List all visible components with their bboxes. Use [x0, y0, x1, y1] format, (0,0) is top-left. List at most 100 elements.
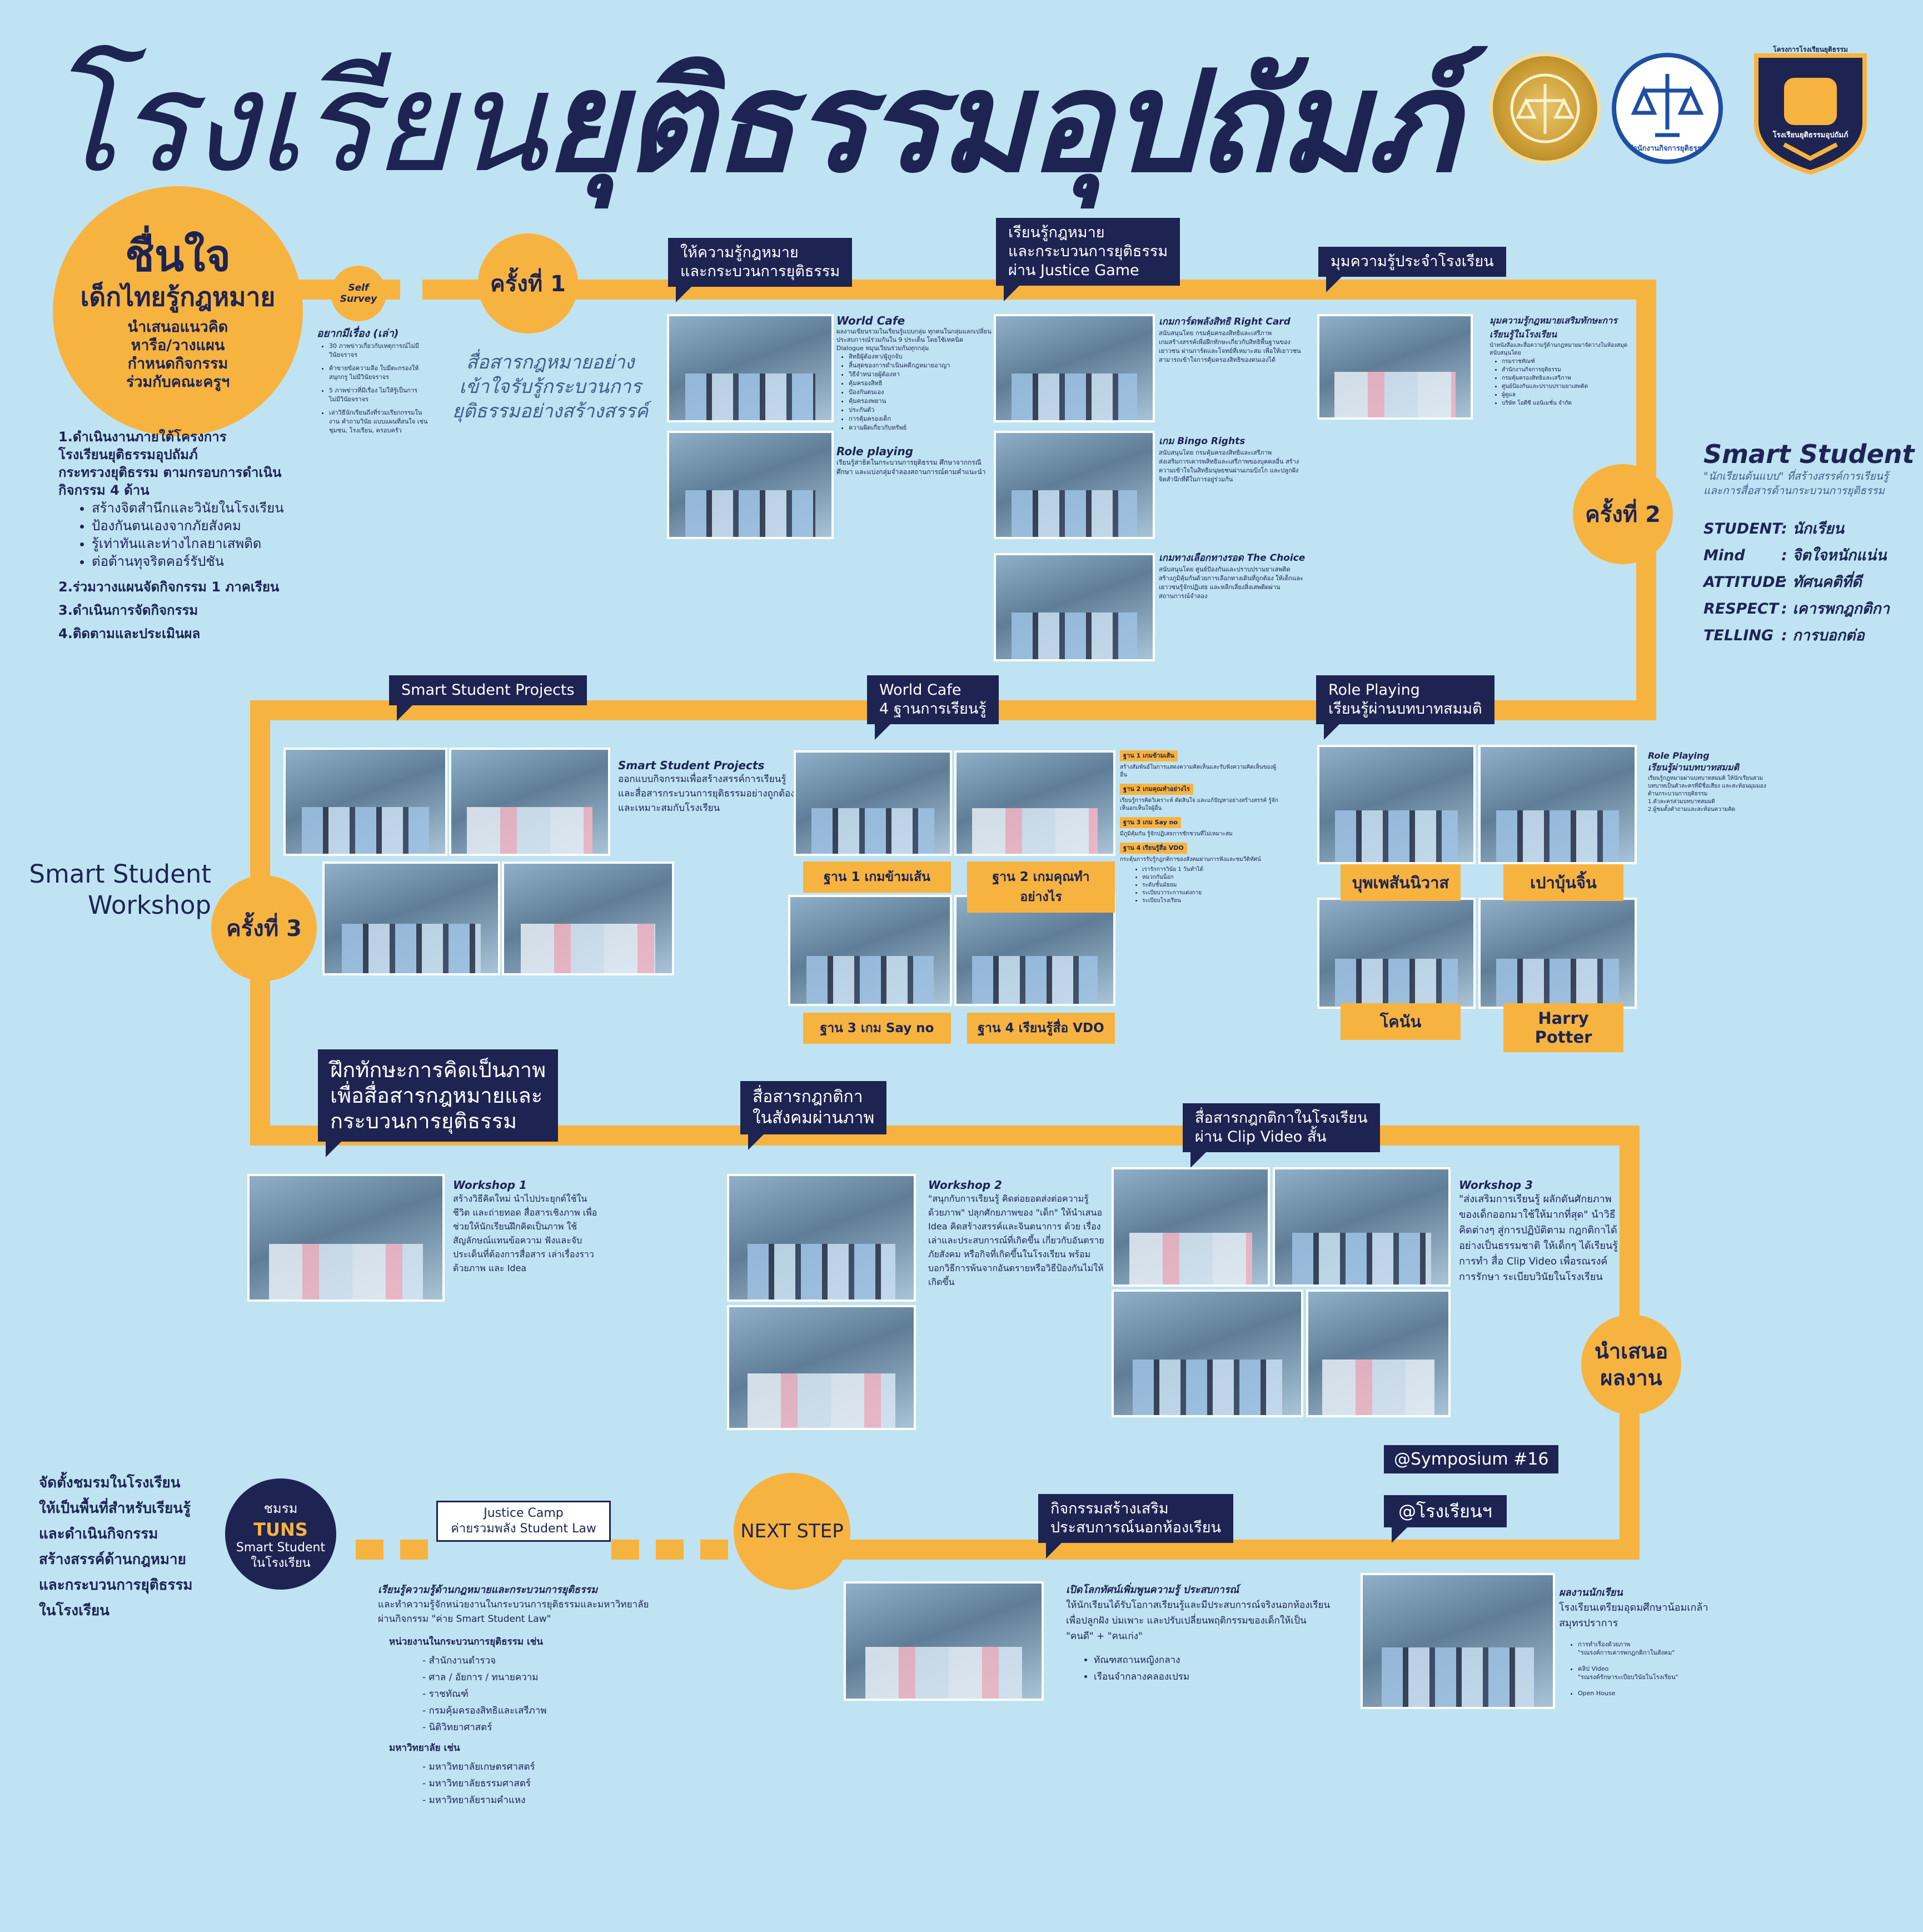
role-3-label: โคนัน	[1341, 1003, 1461, 1040]
photo-base-1	[794, 750, 952, 856]
smart-row: RESPECT: เคารพกฎกติกา	[1703, 596, 1915, 623]
camp-text: และทำความรู้จักหน่วยงานในกระบวนการยุติธร…	[378, 1599, 649, 1625]
page-title: โรงเรียนยุติธรรมอุปถัมภ์	[44, 11, 1458, 200]
photo-base-4	[954, 895, 1115, 1006]
workshop-label: Smart Student Workshop	[29, 859, 211, 920]
smart-row-key: ATTITUDE	[1703, 574, 1786, 591]
smart-row-key: TELLING	[1703, 627, 1774, 644]
agency-item: - นิติวิทยาศาสตร์	[422, 1722, 492, 1733]
role-2-label: เปาบุ้นจิ้น	[1503, 864, 1623, 901]
corner-item: กรมคุ้มครองสิทธิและเสรีภาพ	[1502, 374, 1634, 382]
smart-row-key: RESPECT	[1703, 600, 1779, 618]
club-circle: ชมรม TUNS Smart Student ในโรงเรียน	[225, 1478, 336, 1590]
game1-text: สนับสนุนโดย กรมคุ้มครองสิทธิและเสรีภาพ เ…	[1159, 330, 1301, 364]
photo-ws1	[247, 1174, 445, 1302]
corner-title: มุมความรู้กฎหมายเสริมทักษะการเรียนรู้ในโ…	[1489, 315, 1617, 340]
photo-worldcafe	[667, 314, 834, 422]
agency-item: - ราชทัณฑ์	[422, 1689, 469, 1700]
smart-row: STUDENT: นักเรียน	[1703, 516, 1915, 542]
phase1-circle: ครั้งที่ 1	[478, 233, 578, 333]
photo-role-1	[1317, 745, 1476, 864]
base-2-small-label: ฐาน 2 เกมคุณทำอย่างไร	[1120, 784, 1193, 795]
base-3-label: ฐาน 3 เกม Say no	[803, 1013, 951, 1044]
base-4-item: ระเบียบโรงเรียน	[1142, 897, 1281, 905]
ws1-text: สร้างวิธีคิดใหม่ นำไปประยุกต์ใช้ในชีวิต …	[453, 1193, 597, 1273]
next-step-circle: NEXT STEP	[734, 1473, 850, 1590]
smart-row: ATTITUDE: ทัศนคติที่ดี	[1703, 569, 1915, 596]
game3-desc: เกมทางเลือกทางรอด The Choice สนับสนุนโดย…	[1159, 550, 1309, 601]
agency-item: - ศาล / อัยการ / ทนายความ	[422, 1672, 539, 1683]
roleplay2-text: เรียนรู้กฎหมายผ่านบทบาทสมมติ ให้นักเรียน…	[1648, 775, 1766, 813]
ws2-desc: Workshop 2 "สนุกกับการเรียนรู้ คิดต่อยอด…	[928, 1178, 1106, 1289]
shield-icon	[1754, 53, 1867, 175]
worldcafe-desc: World Cafe ผลงานเขียนรวมในเรียนรู้แบบกลุ…	[836, 314, 992, 432]
survey-block: อยากมีเรื่อง (เล่า) 30 ภาพข่าวเกี่ยวกับเ…	[317, 325, 428, 435]
result-title: ผลงานนักเรียน	[1559, 1587, 1623, 1599]
photo-project-3	[322, 862, 500, 975]
worldcafe-item: ป้องกันตนเอง	[849, 388, 992, 397]
phase3-circle: ครั้งที่ 3	[211, 875, 317, 981]
ws3-title: Workshop 3	[1459, 1178, 1533, 1192]
camp-title: เรียนรู้ความรู้ด้านกฎหมายและกระบวนการยุต…	[378, 1584, 598, 1596]
corner-text: นำหนังสือและสื่อความรู้ด้านกฎหมายมาจัดวา…	[1489, 342, 1628, 356]
school-shield-logo: โครงการโรงเรียนยุติธรรม โรงเรียนยุติธรรม…	[1751, 44, 1870, 175]
game3-title: เกมทางเลือกทางรอด The Choice	[1159, 552, 1306, 564]
phase2-circle: ครั้งที่ 2	[1573, 464, 1673, 564]
base-4-list: เรารักการวินัย 1 วันทำได้ หมวกกันน็อก ระ…	[1120, 866, 1281, 905]
club-line3: Smart Student ในโรงเรียน	[236, 1540, 326, 1570]
photo-role-2	[1478, 745, 1637, 864]
smart-row-value: : จิตใจหนักแน่น	[1781, 547, 1887, 564]
corner-item: กรมราชทัณฑ์	[1502, 357, 1634, 366]
base-4-label: ฐาน 4 เรียนรู้สื่อ VDO	[967, 1013, 1115, 1044]
photo-ws2-a	[727, 1174, 916, 1302]
path-row4-dash2	[400, 1540, 428, 1560]
base-3-small-label: ฐาน 3 เกม Say no	[1120, 817, 1181, 828]
uni-item: - มหาวิทยาลัยเกษตรศาสตร์	[422, 1761, 535, 1772]
survey-item: 5 ภาพข่าวที่มีเรื่อง ไม่ให้รู้เป็นการ ไม…	[329, 386, 428, 404]
photo-bingo	[994, 431, 1155, 539]
intro-circle-subtitle: เด็กไทยรู้กฎหมาย	[80, 282, 276, 312]
corner-desc: มุมความรู้กฎหมายเสริมทักษะการเรียนรู้ในโ…	[1489, 314, 1634, 407]
result-list: การทำเรื่องด้วยภาพ "รณรงค์การเคารพกฎกติก…	[1559, 1640, 1770, 1697]
base-1-label: ฐาน 1 เกมข้ามเส้น	[803, 862, 951, 893]
ws3-text: "ส่งเสริมการเรียนรู้ ผลักดันศักยภาพ ของเ…	[1459, 1193, 1618, 1283]
smart-row-value: : ทัศนคติที่ดี	[1781, 574, 1862, 591]
result-item: การทำเรื่องด้วยภาพ "รณรงค์การเคารพกฎกติก…	[1578, 1640, 1770, 1657]
game1-title: เกมการ์ดพลังสิทธิ Right Card	[1159, 316, 1291, 327]
corner-item: ผู้ดูแล	[1502, 391, 1634, 399]
photo-project-4	[502, 862, 674, 975]
plan-bullet: รู้เท่าทันและห่างไกลยาเสพติด	[92, 535, 370, 552]
roleplay1-desc: Role playing เรียนรู้สาธิตในกระบวนการยุต…	[836, 445, 987, 477]
symposium-tag: @Symposium #16	[1384, 1445, 1559, 1473]
smart-row-value: : การบอกต่อ	[1781, 627, 1865, 644]
photo-ws3-c	[1112, 1289, 1303, 1417]
phase3-box-main: ฝึกทักษะการคิดเป็นภาพ เพื่อสื่อสารกฎหมาย…	[318, 1049, 559, 1157]
photo-base-3	[788, 895, 952, 1006]
survey-list: 30 ภาพข่าวเกี่ยวกับเหตุการณ์ไม่มีวินัยจร…	[317, 342, 428, 435]
agency-item: - กรมคุ้มครองสิทธิและเสรีภาพ	[422, 1705, 547, 1716]
justice-office-text: สำนักงานกิจการยุติธรรม	[1628, 145, 1706, 153]
club-line2: TUNS	[253, 1518, 308, 1540]
photo-role-3	[1317, 898, 1476, 1009]
base-3-text: มีภูมิคุ้มกัน รู้จักปฏิเสธการชักชวนที่ไม…	[1120, 831, 1233, 837]
corner-item: สำนักงานกิจการยุติธรรม	[1502, 366, 1634, 374]
phase1-box-game: เรียนรู้กฎหมาย และกระบวนการยุติธรรม ผ่าน…	[996, 218, 1180, 301]
role-4-label: Harry Potter	[1503, 1003, 1623, 1052]
survey-item: ค้าขายข้อความลือ ใบมีตะกรองให้สนุกกรู ไม…	[329, 364, 428, 382]
result-text: โรงเรียนเตรียมอุดมศึกษาน้อมเกล้า สมุทรปร…	[1559, 1602, 1708, 1629]
bases-detail: ฐาน 1 เกมข้ามเส้น สร้างสัมพันธ์ในการแสดง…	[1120, 750, 1281, 905]
intro-circle: ชื่นใจ เด็กไทยรู้กฎหมาย นำเสนอแนวคิด หาร…	[53, 186, 303, 436]
roleplay1-title: Role playing	[836, 445, 914, 458]
base-2-text: เรียนรู้การคิดวิเคราะห์ ตัดสินใจ และแก้ป…	[1120, 798, 1278, 811]
game2-title: เกม Bingo Rights	[1159, 436, 1246, 447]
path-row4-dash3	[611, 1540, 639, 1560]
corner-item: ศูนย์ป้องกันและปราบปรามยาเสพติด	[1502, 382, 1634, 391]
photo-ws3-d	[1306, 1289, 1451, 1417]
plan-item-2: 2.ร่วมวางแผนจัดกิจกรรม 1 ภาคเรียน	[58, 579, 280, 595]
phase2-box-projects: Smart Student Projects	[389, 675, 587, 721]
trip-desc: เปิดโลกทัศน์เพิ่มพูนความรู้ ประสบการณ์ ใ…	[1066, 1581, 1355, 1685]
base-4-item: ระดับชั้นมัธยม	[1142, 882, 1281, 889]
plan-block: 1.ดำเนินงานภายใต้โครงการ โรงเรียนยุติธรร…	[58, 428, 370, 643]
worldcafe-item: วิธีจำหน่ายผู้ต้องหา	[849, 370, 992, 379]
school-logo-top-text: โครงการโรงเรียนยุติธรรม	[1773, 46, 1848, 53]
